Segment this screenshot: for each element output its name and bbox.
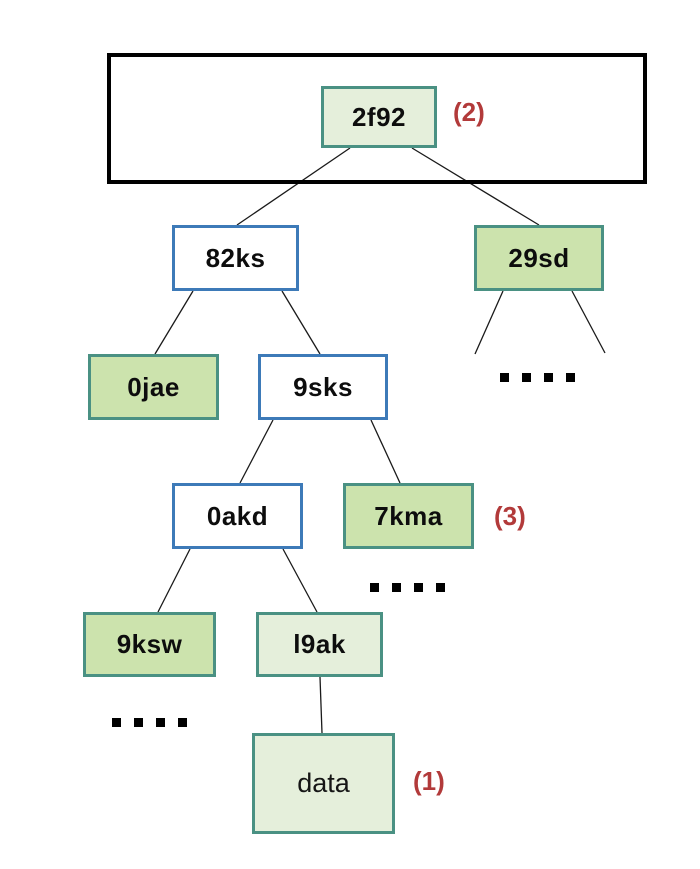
annotation-3: (3) [494, 501, 526, 531]
dot [544, 373, 553, 382]
node-label: 7kma [374, 500, 443, 531]
edge-2f92-82ks [236, 147, 351, 226]
node-label: 0akd [206, 500, 269, 531]
edge-0akd-l9ak [282, 548, 318, 613]
edge-9sks-7kma [370, 419, 401, 484]
edge-l9ak-data [319, 676, 323, 734]
ellipsis-dots-29sd-children [500, 373, 575, 382]
tree-node-29sd: 29sd [474, 225, 604, 291]
dot [436, 583, 445, 592]
tree-node-7kma: 7kma [343, 483, 474, 549]
node-label: 29sd [508, 242, 570, 273]
dot [156, 718, 165, 727]
tree-node-0akd: 0akd [172, 483, 303, 549]
dot [522, 373, 531, 382]
dot [500, 373, 509, 382]
dot [370, 583, 379, 592]
edge-0akd-9ksw [157, 548, 191, 613]
dot [392, 583, 401, 592]
root-highlight-box [107, 53, 647, 184]
edge-82ks-0jae [154, 290, 194, 355]
dot [178, 718, 187, 727]
edge-82ks-9sks [281, 290, 321, 355]
tree-node-9ksw: 9ksw [83, 612, 216, 677]
dot [566, 373, 575, 382]
annotation-1: (1) [413, 766, 445, 796]
tree-node-2f92: 2f92 [321, 86, 437, 148]
node-label: 2f92 [351, 101, 407, 132]
tree-node-data: data [252, 733, 395, 834]
tree-node-0jae: 0jae [88, 354, 219, 420]
node-label: data [297, 768, 350, 798]
edge-2f92-29sd [411, 147, 540, 226]
node-label: 9ksw [116, 629, 183, 659]
ellipsis-dots-9ksw-children [112, 718, 187, 727]
edge-29sd-ellipsis-right [571, 290, 606, 354]
edge-9sks-0akd [239, 419, 274, 484]
node-label: 82ks [205, 242, 266, 273]
dot [414, 583, 423, 592]
tree-node-9sks: 9sks [258, 354, 388, 420]
ellipsis-dots-7kma-children [370, 583, 445, 592]
tree-node-82ks: 82ks [172, 225, 299, 291]
node-label: 0jae [127, 371, 180, 402]
dot [112, 718, 121, 727]
annotation-2: (2) [453, 97, 485, 127]
edge-29sd-ellipsis-left [474, 290, 504, 355]
node-label: l9ak [293, 629, 346, 659]
node-label: 9sks [293, 371, 353, 402]
dot [134, 718, 143, 727]
tree-node-l9ak: l9ak [256, 612, 383, 677]
